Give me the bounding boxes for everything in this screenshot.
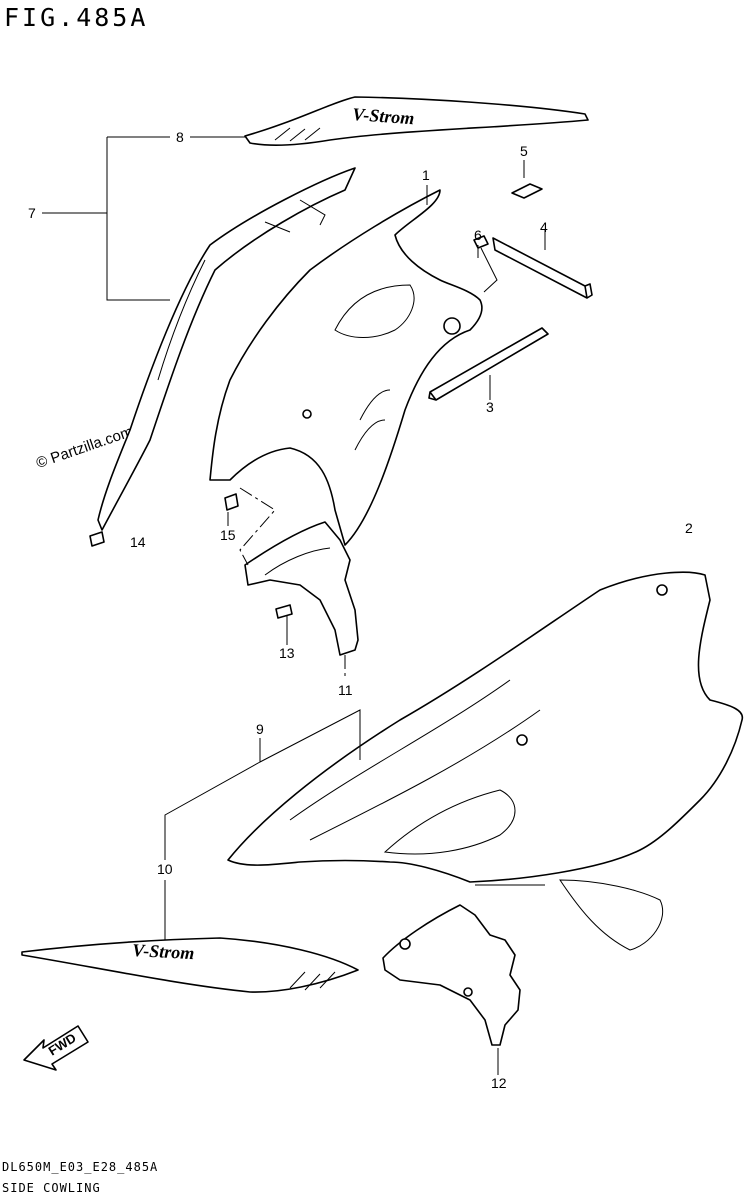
footer-title: SIDE COWLING [2,1181,101,1195]
callout-labels: 1 2 3 4 5 6 7 8 9 10 11 12 13 14 15 [28,129,693,1091]
figure-title: FIG.485A [4,3,149,32]
part-7-upper-cover [97,167,356,531]
fwd-arrow-icon: FWD [23,1025,89,1071]
callout-10: 10 [157,861,173,877]
callout-8: 8 [176,129,184,145]
part-1-inner-panel [209,189,483,546]
callout-13: 13 [279,645,295,661]
leader-lines [42,136,546,1075]
footer-code: DL650M_E03_E28_485A [2,1160,159,1174]
part-2-side-cowling [227,571,744,951]
callout-3: 3 [486,399,494,415]
upper-decal-text: V-Strom [352,104,415,128]
callout-5: 5 [520,143,528,159]
callout-11: 11 [338,682,353,698]
callout-9: 9 [256,721,264,737]
part-12-mount-bracket [382,904,521,1046]
lower-decal-text: V-Strom [132,940,195,963]
part-14-screw [89,531,105,547]
part-8-upper-decal: V-Strom [244,96,589,146]
part-4-foam-strip [492,237,593,299]
grommet [443,317,461,335]
callout-6: 6 [474,227,482,243]
part-5-pad [511,183,543,199]
callout-4: 4 [540,219,548,235]
callout-12: 12 [491,1075,507,1091]
part-13-screw [275,604,293,619]
callout-2: 2 [685,520,693,536]
callout-1: 1 [422,167,430,183]
callout-15: 15 [220,527,236,543]
part-11-bracket [244,521,359,656]
part-15-clip [224,493,239,511]
part-10-lower-decal: V-Strom [21,937,359,993]
part-3-foam-strip [428,327,549,401]
callout-7: 7 [28,205,36,221]
callout-14: 14 [130,534,146,550]
